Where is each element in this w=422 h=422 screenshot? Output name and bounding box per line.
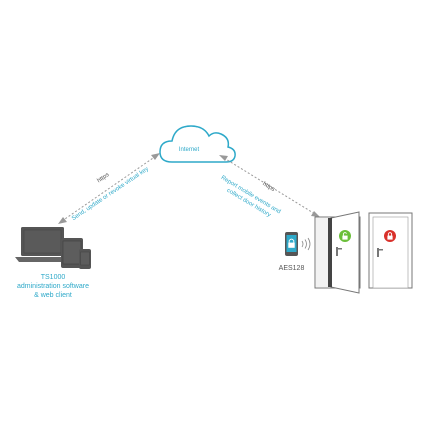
wireless-signal-icon bbox=[301, 237, 311, 251]
link-right-protocol: https bbox=[261, 181, 275, 193]
arrowhead-icon bbox=[311, 211, 320, 217]
arrowhead-icon bbox=[58, 217, 67, 224]
mobile-key-phone: AES128 bbox=[279, 232, 311, 272]
door-opening bbox=[316, 218, 331, 287]
cloud-icon bbox=[159, 125, 236, 163]
arrowhead-icon bbox=[219, 155, 228, 161]
admin-label-3: & web client bbox=[34, 292, 72, 299]
arrowhead-icon bbox=[151, 153, 160, 160]
open-door bbox=[314, 211, 361, 294]
admin-devices: TS1000 administration software & web cli… bbox=[15, 227, 91, 299]
link-line-admin bbox=[61, 155, 157, 222]
smartphone-icon bbox=[79, 249, 91, 269]
admin-label-1: TS1000 bbox=[41, 274, 66, 281]
link-right-action-1: Report mobile events and bbox=[220, 175, 282, 215]
cloud-label: Internet bbox=[179, 147, 200, 153]
link-line-door bbox=[223, 157, 316, 215]
door-handle-icon bbox=[377, 248, 383, 257]
link-cloud-door: https Report mobile events and collect d… bbox=[219, 155, 320, 219]
door-handle-icon bbox=[336, 247, 342, 256]
closed-door bbox=[368, 212, 413, 289]
tablet-icon bbox=[61, 238, 83, 268]
door-leaf-edge bbox=[328, 218, 332, 287]
link-admin-cloud: https Send, update or revoke virtual key bbox=[58, 153, 160, 224]
link-left-action: Send, update or revoke virtual key bbox=[71, 166, 150, 222]
link-left-protocol: https bbox=[96, 172, 110, 184]
closed-padlock-icon bbox=[387, 232, 393, 240]
laptop-icon bbox=[15, 227, 71, 262]
door-leaf bbox=[330, 211, 360, 294]
admin-label-2: administration software bbox=[17, 283, 89, 290]
phone-label: AES128 bbox=[279, 265, 305, 272]
open-padlock-icon bbox=[342, 232, 348, 240]
padlock-icon bbox=[288, 238, 295, 248]
internet-cloud: Internet bbox=[159, 125, 236, 163]
